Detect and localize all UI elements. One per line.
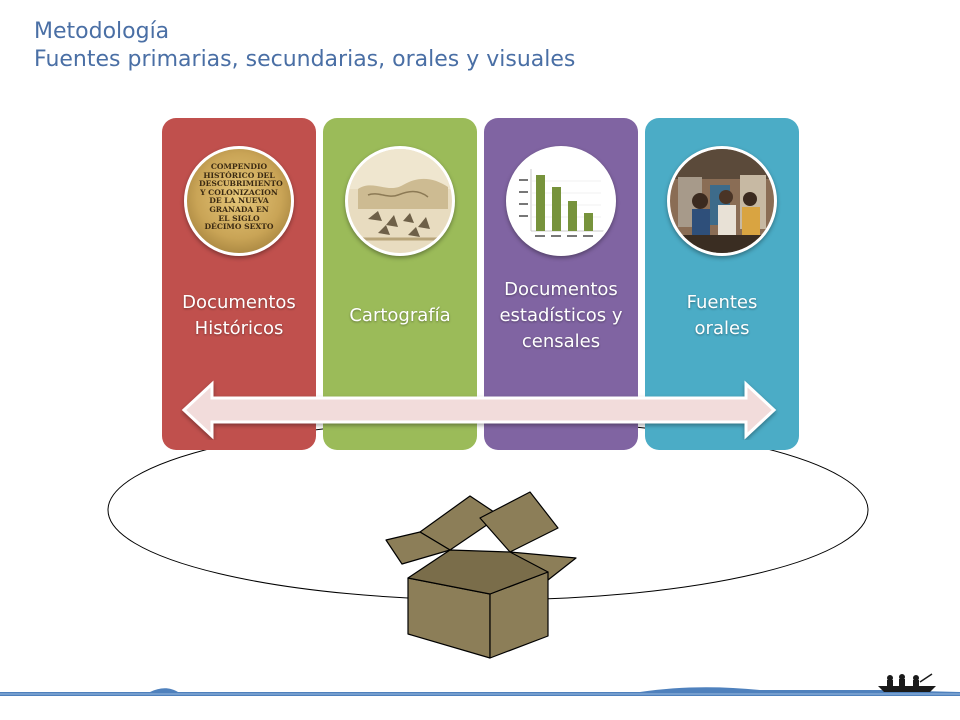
water-line	[0, 687, 960, 696]
bar-chart-thumbnail	[506, 146, 616, 256]
slide-subtitle: Fuentes primarias, secundarias, orales y…	[34, 47, 576, 72]
card-documentos-estadisticos: Documentos estadísticos y censales	[484, 118, 638, 450]
slide-title: Metodología	[34, 19, 170, 44]
map-image	[345, 146, 455, 256]
card-label: Documentos Históricos	[182, 292, 296, 339]
book-cover-image: COMPENDIO HISTÓRICO DEL DESCUBRIMIENTO Y…	[184, 146, 294, 256]
card-fuentes-orales: Fuentes orales	[645, 118, 799, 450]
card-documentos-historicos: COMPENDIO HISTÓRICO DEL DESCUBRIMIENTO Y…	[162, 118, 316, 450]
slide-header: Metodología Fuentes primarias, secundari…	[34, 18, 575, 74]
cardboard-box-icon	[385, 491, 577, 659]
card-label: Fuentes orales	[686, 292, 758, 339]
card-label: Cartografía	[349, 305, 451, 326]
boat-icon	[878, 673, 936, 692]
book-cover-text: COMPENDIO HISTÓRICO DEL DESCUBRIMIENTO Y…	[199, 162, 283, 232]
card-cartografia: Cartografía	[323, 118, 477, 450]
card-label: Documentos estadísticos y censales	[499, 279, 623, 352]
people-photo	[667, 146, 777, 256]
double-arrow-icon	[181, 380, 777, 440]
